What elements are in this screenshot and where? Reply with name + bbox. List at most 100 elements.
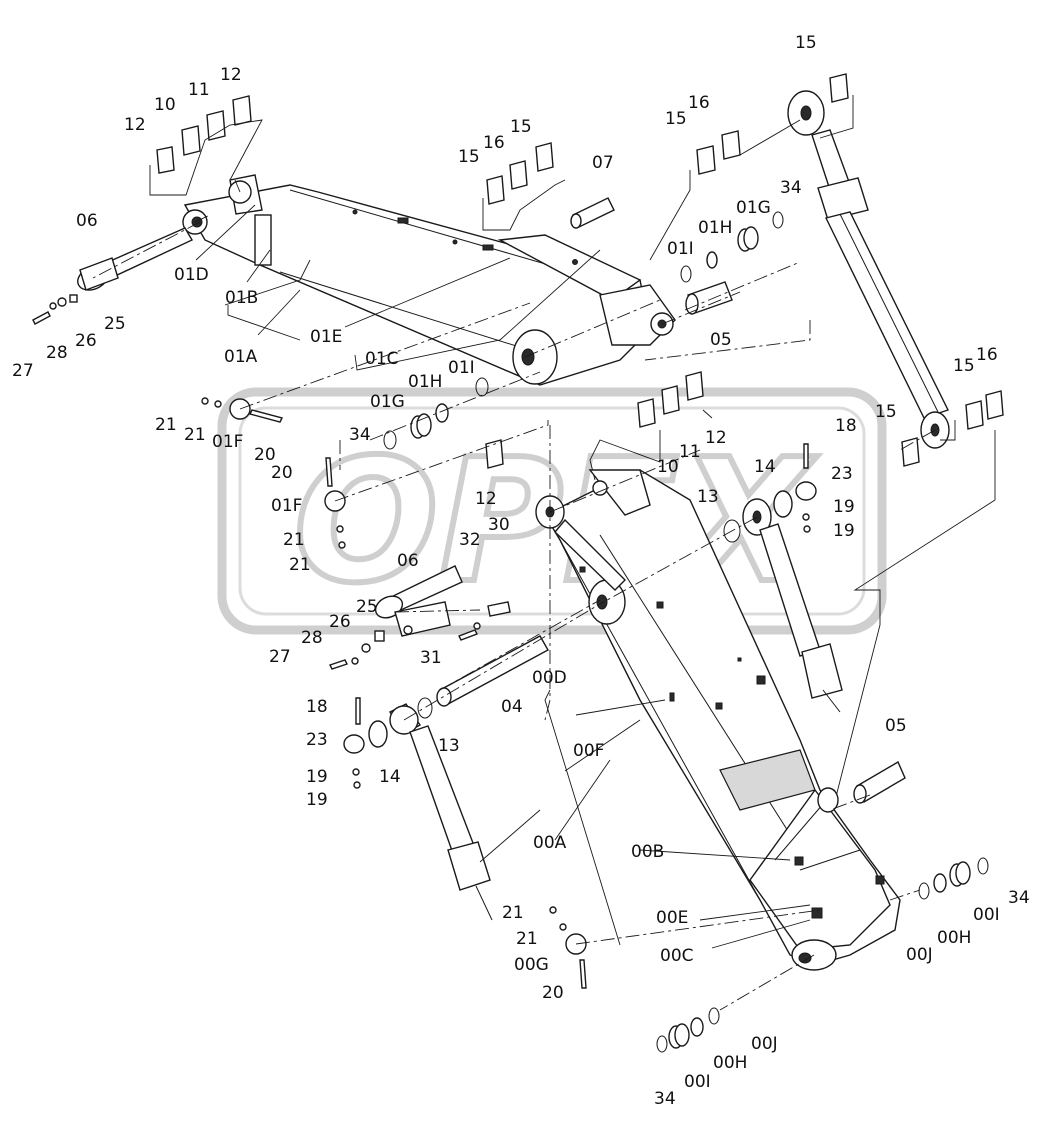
callout-10-a: 10 [154, 95, 176, 115]
callout-19-d: 19 [306, 790, 328, 810]
callout-11-a: 11 [188, 80, 210, 100]
callout-14-a: 14 [754, 457, 776, 477]
callout-01F-a: 01F [212, 432, 243, 452]
callout-01H-b: 01H [408, 372, 442, 392]
bushings-mid-left [383, 377, 489, 450]
callout-21-a: 21 [155, 415, 177, 435]
callout-00J-b: 00J [751, 1034, 778, 1054]
callout-15-a: 15 [458, 147, 480, 167]
pin-05-lower [853, 760, 906, 804]
callout-19-b: 19 [833, 521, 855, 541]
callout-01C: 01C [365, 349, 399, 369]
callout-04: 04 [501, 697, 523, 717]
callout-34-b: 34 [349, 425, 371, 445]
callout-34-a: 34 [780, 178, 802, 198]
callout-10-b: 10 [657, 457, 679, 477]
callout-13-a: 13 [697, 487, 719, 507]
callout-00H-a: 00H [937, 928, 971, 948]
callout-00I-b: 00I [684, 1072, 711, 1092]
callout-06-b: 06 [397, 551, 419, 571]
callout-27-b: 27 [269, 647, 291, 667]
callout-14-b: 14 [379, 767, 401, 787]
callout-13-b: 13 [438, 736, 460, 756]
callout-34-d: 34 [654, 1089, 676, 1109]
clip-plates-right [829, 390, 1004, 821]
callout-19-a: 19 [833, 497, 855, 517]
clip-plates-upper-left [149, 95, 263, 196]
callout-30: 30 [488, 515, 510, 535]
callout-16-b: 16 [688, 93, 710, 113]
callout-16-a: 16 [483, 133, 505, 153]
callout-11-b: 11 [679, 442, 701, 462]
callout-00F: 00F [573, 741, 604, 761]
callout-12-a: 12 [124, 115, 146, 135]
callout-16-c: 16 [976, 345, 998, 365]
boom-assembly [535, 469, 901, 971]
callout-01F-b: 01F [271, 496, 302, 516]
callout-23-a: 23 [831, 464, 853, 484]
callout-27-a: 27 [12, 361, 34, 381]
callout-18-b: 18 [306, 697, 328, 717]
callout-28-a: 28 [46, 343, 68, 363]
callout-15-b: 15 [510, 117, 532, 137]
upper-arm-assembly [182, 174, 676, 386]
callout-01A: 01A [224, 347, 258, 367]
pin-07 [570, 197, 615, 229]
callout-00A: 00A [533, 833, 567, 853]
callout-01E: 01E [310, 327, 342, 347]
callout-28-b: 28 [301, 628, 323, 648]
callout-12-d: 12 [705, 428, 727, 448]
callout-21-e: 21 [502, 903, 524, 923]
callout-19-c: 19 [306, 767, 328, 787]
cylinder-upper-right [787, 90, 950, 449]
callout-07: 07 [592, 153, 614, 173]
callout-26-a: 26 [75, 331, 97, 351]
callout-21-b: 21 [184, 425, 206, 445]
callout-00E: 00E [656, 908, 688, 928]
callout-15-c: 15 [665, 109, 687, 129]
callout-21-f: 21 [516, 929, 538, 949]
clip-plates-upper-right [649, 73, 854, 261]
callout-00C: 00C [660, 946, 694, 966]
callout-20-c: 20 [542, 983, 564, 1003]
callout-00D: 00D [532, 668, 567, 688]
callout-01I-b: 01I [448, 358, 475, 378]
callout-34-c: 34 [1008, 888, 1030, 908]
callout-00J-a: 00J [906, 945, 933, 965]
callout-06-a: 06 [76, 211, 98, 231]
callout-00G: 00G [514, 955, 549, 975]
callout-20-a: 20 [254, 445, 276, 465]
callout-01B: 01B [225, 288, 258, 308]
callout-25-b: 25 [356, 597, 378, 617]
callout-05-a: 05 [710, 330, 732, 350]
callout-12-b: 12 [220, 65, 242, 85]
callout-00B: 00B [631, 842, 664, 862]
callout-01D: 01D [174, 265, 209, 285]
callout-21-d: 21 [289, 555, 311, 575]
callout-26-b: 26 [329, 612, 351, 632]
callout-15-f: 15 [953, 356, 975, 376]
alignment-lines [92, 179, 936, 1011]
clip-plates-center [485, 371, 713, 481]
pin-06-lower [374, 565, 463, 642]
callout-32: 32 [459, 530, 481, 550]
boom-cylinder-right [742, 498, 843, 713]
callout-21-c: 21 [283, 530, 305, 550]
callout-05-b: 05 [885, 716, 907, 736]
callout-01G-b: 01G [370, 392, 405, 412]
fasteners [32, 294, 989, 1053]
callout-31: 31 [420, 648, 442, 668]
leader-lines [195, 204, 811, 949]
callout-15-d: 15 [795, 33, 817, 53]
callout-25-a: 25 [104, 314, 126, 334]
bushings-upper-right [680, 211, 784, 283]
callout-23-b: 23 [306, 730, 328, 750]
callout-00H-b: 00H [713, 1053, 747, 1073]
callout-18-a: 18 [835, 416, 857, 436]
callout-00I-a: 00I [973, 905, 1000, 925]
clip-plates-mid [482, 142, 566, 231]
callout-15-e: 15 [875, 402, 897, 422]
callout-01I-a: 01I [667, 239, 694, 259]
